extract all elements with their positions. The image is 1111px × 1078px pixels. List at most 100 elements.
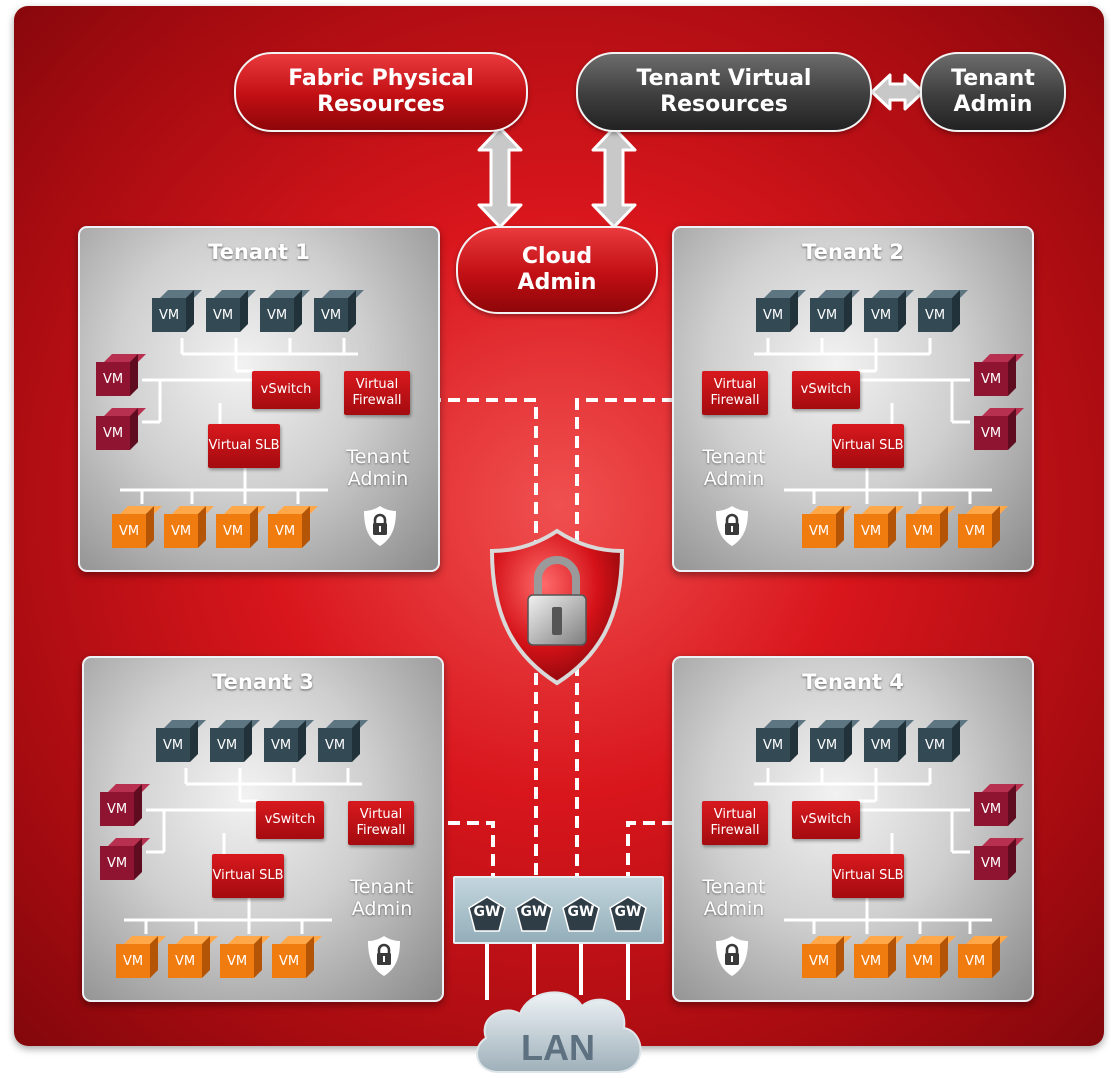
tenant-admin-label: Tenant Admin <box>350 876 414 920</box>
vm-label: VM <box>870 737 892 753</box>
virtual-slb-box-label: Virtual SLB <box>208 438 280 453</box>
vm-cube-icon: VM <box>164 506 214 548</box>
tenant-wiring <box>754 338 992 504</box>
vm-cube-icon: VM <box>96 354 146 396</box>
vm-cube-icon: VM <box>906 506 956 548</box>
tenant-admin-shield-icon <box>714 504 750 548</box>
vm-label: VM <box>274 523 296 539</box>
vm-label: VM <box>980 855 1002 871</box>
vm-cube-icon: VM <box>100 838 150 880</box>
vm-cube-icon: VM <box>152 290 202 332</box>
vm-cube-icon: VM <box>100 784 150 826</box>
gateway-label: GW <box>567 904 595 920</box>
vm-cube-icon: VM <box>974 784 1024 826</box>
vm-label: VM <box>980 801 1002 817</box>
vm-cube-icon: VM <box>216 506 266 548</box>
vm-label: VM <box>924 737 946 753</box>
virtual-slb-box: Virtual SLB <box>208 424 280 468</box>
vm-label: VM <box>278 953 300 969</box>
tenant-3-panel: Tenant 3 VM VM VM VM VM VM VM VM VM VM vSwitch Virtu… <box>82 656 444 1002</box>
vm-cube-icon: VM <box>156 720 206 762</box>
security-shield-icon <box>489 528 625 686</box>
vm-cube-icon: VM <box>272 936 322 978</box>
tenant-admin-label: Tenant Admin <box>346 446 410 490</box>
tenant-admin-label: Tenant Admin <box>702 446 766 490</box>
vm-label: VM <box>324 737 346 753</box>
vm-cube-icon: VM <box>318 720 368 762</box>
vm-cube-icon: VM <box>854 506 904 548</box>
vm-label: VM <box>964 523 986 539</box>
vm-label: VM <box>226 953 248 969</box>
vm-label: VM <box>174 953 196 969</box>
vswitch-box: vSwitch <box>256 801 324 839</box>
fabric-physical-resources: Fabric Physical Resources <box>234 52 528 132</box>
tenant-title: Tenant 2 <box>802 240 904 264</box>
tenant-wiring <box>124 768 362 934</box>
vm-cube-icon: VM <box>116 936 166 978</box>
lan-label: LAN <box>521 1027 595 1068</box>
vm-cube-icon: VM <box>260 290 310 332</box>
vm-label: VM <box>964 953 986 969</box>
vm-cube-icon: VM <box>974 408 1024 450</box>
virtual-firewall-box: Virtual Firewall <box>702 371 768 415</box>
vm-label: VM <box>106 855 128 871</box>
lan-cloud-icon: LAN <box>476 991 642 1073</box>
virtual-firewall-box-label: Virtual Firewall <box>356 807 406 838</box>
vm-cube-icon: VM <box>756 720 806 762</box>
vm-label: VM <box>762 737 784 753</box>
vm-cube-icon: VM <box>906 936 956 978</box>
virtual-slb-box-label: Virtual SLB <box>832 438 904 453</box>
vswitch-box-label: vSwitch <box>800 382 852 397</box>
tenant-admin-shield-icon <box>714 934 750 978</box>
vm-label: VM <box>158 307 180 323</box>
tenant-wiring <box>120 338 358 504</box>
vm-label: VM <box>266 307 288 323</box>
vm-cube-icon: VM <box>168 936 218 978</box>
vm-label: VM <box>118 523 140 539</box>
vm-label: VM <box>216 737 238 753</box>
gateway-icon: GW <box>561 896 601 932</box>
tenant-title: Tenant 3 <box>212 670 314 694</box>
vm-cube-icon: VM <box>314 290 364 332</box>
vm-cube-icon: VM <box>974 838 1024 880</box>
tenant-admin-top: Tenant Admin <box>920 52 1066 132</box>
tenant-virtual-resources: Tenant Virtual Resources <box>576 52 872 132</box>
vswitch-box: vSwitch <box>252 371 320 409</box>
vm-label: VM <box>212 307 234 323</box>
vm-label: VM <box>912 953 934 969</box>
cloud-admin: Cloud Admin <box>456 226 658 314</box>
vm-cube-icon: VM <box>264 720 314 762</box>
vm-cube-icon: VM <box>802 936 852 978</box>
tenant-admin-shield-icon <box>362 504 398 548</box>
virtual-slb-box: Virtual SLB <box>832 424 904 468</box>
vm-label: VM <box>860 523 882 539</box>
vm-label: VM <box>102 371 124 387</box>
virtual-slb-box-label: Virtual SLB <box>832 868 904 883</box>
gateway-icon: GW <box>467 896 507 932</box>
vm-label: VM <box>106 801 128 817</box>
virtual-slb-box: Virtual SLB <box>832 854 904 898</box>
vm-cube-icon: VM <box>112 506 162 548</box>
virtual-firewall-box-label: Virtual Firewall <box>710 377 760 408</box>
virtual-firewall-box: Virtual Firewall <box>344 371 410 415</box>
vm-label: VM <box>122 953 144 969</box>
vm-cube-icon: VM <box>756 290 806 332</box>
vm-cube-icon: VM <box>958 506 1008 548</box>
vm-cube-icon: VM <box>802 506 852 548</box>
vm-cube-icon: VM <box>810 290 860 332</box>
vm-label: VM <box>870 307 892 323</box>
vm-cube-icon: VM <box>96 408 146 450</box>
vm-label: VM <box>808 523 830 539</box>
vm-label: VM <box>102 425 124 441</box>
vswitch-box-label: vSwitch <box>264 812 316 827</box>
gateway-icon: GW <box>608 896 648 932</box>
vm-label: VM <box>162 737 184 753</box>
vm-cube-icon: VM <box>864 720 914 762</box>
gateway-icon: GW <box>514 896 554 932</box>
vm-label: VM <box>270 737 292 753</box>
virtual-firewall-box: Virtual Firewall <box>702 801 768 845</box>
vm-cube-icon: VM <box>268 506 318 548</box>
vm-label: VM <box>860 953 882 969</box>
